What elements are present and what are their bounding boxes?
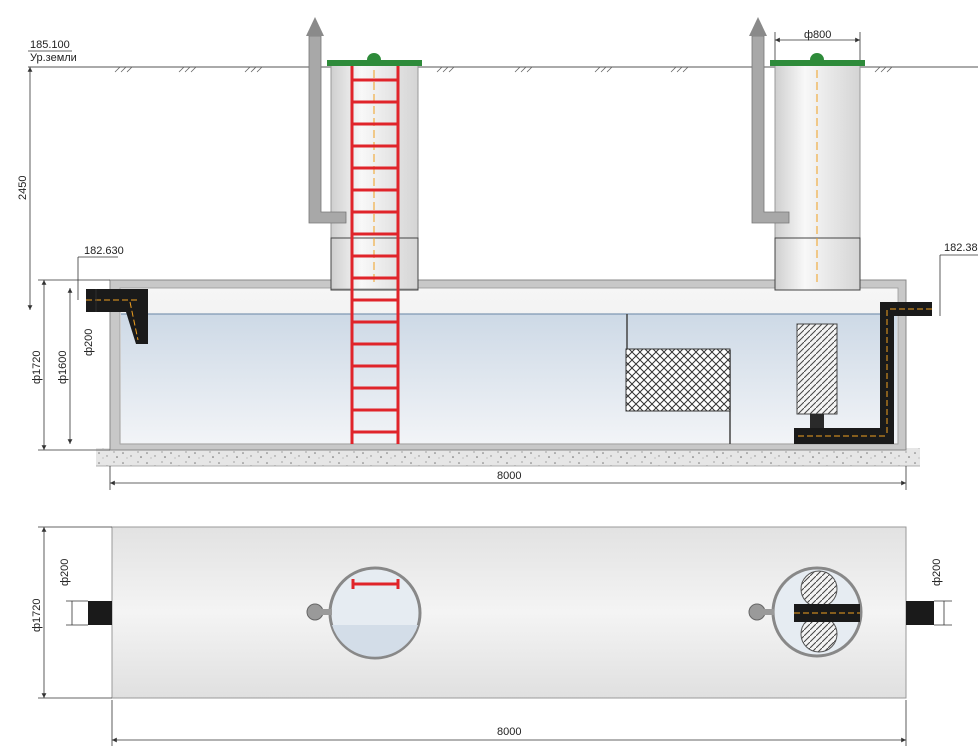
plan-ladder-top: [351, 579, 400, 589]
tank-outer-height-label: ф1720: [31, 350, 43, 384]
outlet-elevation-label: 182.380: [944, 242, 978, 254]
inlet-pipe: [86, 289, 148, 344]
plan-tank-diameter-label: ф1720: [31, 598, 43, 632]
outlet-pipe: [794, 302, 932, 444]
ground-caption-label: Ур.земли: [30, 52, 77, 64]
depth-dimension-label: 2450: [17, 176, 29, 200]
left-vent-cap: [306, 17, 324, 36]
plan-view: ф1720 ф200 ф200 8000: [31, 526, 952, 746]
plan-tank-length-label: 8000: [497, 726, 521, 738]
tank-length-label: 8000: [497, 470, 521, 482]
plan-sorbent-top: [800, 570, 838, 608]
water-volume: [121, 314, 897, 443]
right-hatch-lid: [770, 60, 865, 66]
inlet-elevation-label: 182.630: [84, 245, 124, 257]
ground-hatch-marks: [114, 66, 893, 73]
plan-outlet-diameter-label: ф200: [931, 559, 943, 586]
gravel-base: [96, 448, 920, 466]
plan-inlet-diameter-label: ф200: [59, 559, 71, 586]
tank-inner-height-label: ф1600: [57, 350, 69, 384]
section-view: 185.100 Ур.земли 2450: [17, 17, 978, 490]
filter-media-block: [625, 348, 731, 412]
hatch-diameter-label: ф800: [804, 29, 831, 41]
inlet-diameter-label: ф200: [83, 329, 95, 356]
right-vent-cap: [749, 17, 767, 36]
plan-outlet-pipe: [906, 601, 934, 625]
sorbent-cartridge: [796, 323, 838, 415]
ground-elevation-label: 185.100: [30, 39, 70, 51]
right-hatch-handle: [810, 53, 824, 60]
plan-inlet-pipe: [88, 601, 112, 625]
access-ladder: [350, 66, 400, 444]
left-hatch-lid: [327, 60, 422, 66]
left-hatch-handle: [367, 53, 381, 60]
